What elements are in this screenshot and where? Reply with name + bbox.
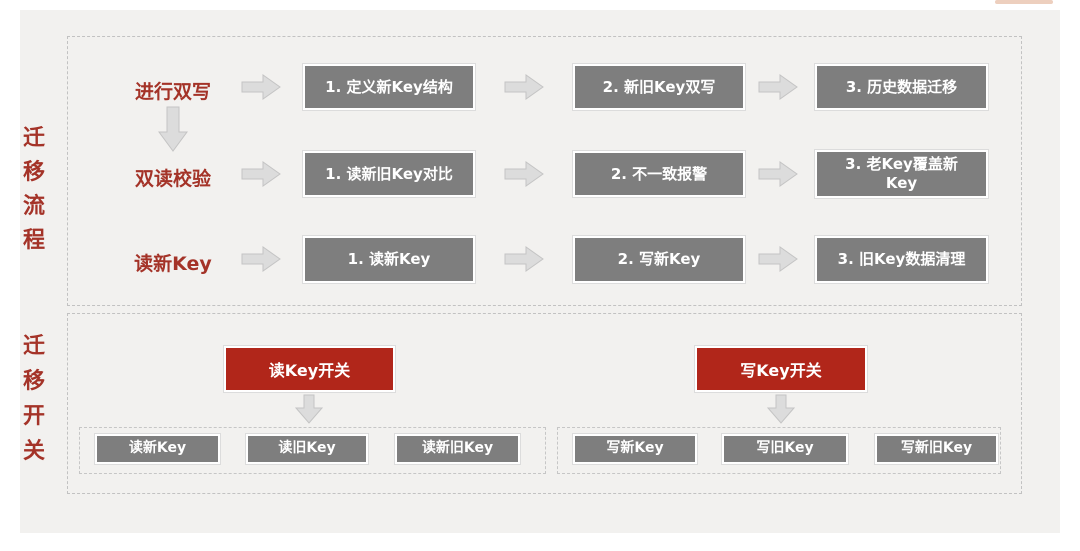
arrow-right-icon	[241, 74, 281, 100]
write-option-box: 写新旧Key	[875, 434, 998, 464]
read-option-box: 读新旧Key	[395, 434, 520, 464]
flow-step-box: 3. 老Key覆盖新Key	[815, 150, 988, 198]
arrow-right-icon	[504, 74, 544, 100]
flow-step-box: 3. 旧Key数据清理	[815, 236, 988, 283]
read-option-box: 读旧Key	[246, 434, 368, 464]
read-options-border	[79, 427, 546, 474]
flow-row1-label: 进行双写	[134, 81, 211, 103]
flow-row3-label: 读新Key	[134, 253, 212, 275]
arrow-right-icon	[758, 246, 798, 272]
flow-step-box: 3. 历史数据迁移	[815, 64, 988, 110]
flow-step-box: 2. 不一致报警	[573, 151, 745, 197]
flow-section-border	[67, 36, 1022, 306]
arrow-right-icon	[504, 161, 544, 187]
arrow-right-icon	[758, 161, 798, 187]
arrow-down-icon	[767, 394, 795, 424]
flow-step-box: 1. 定义新Key结构	[303, 64, 475, 110]
flow-row2-label: 双读校验	[134, 168, 211, 190]
flow-step-box: 1. 读新旧Key对比	[303, 151, 475, 197]
switch-section-border	[67, 313, 1022, 494]
flow-step-box: 2. 写新Key	[573, 236, 745, 283]
write-option-box: 写新Key	[573, 434, 697, 464]
switch-section-title: 迁移开关	[22, 334, 45, 464]
flow-step-box: 2. 新旧Key双写	[573, 64, 745, 110]
write-key-switch-box: 写Key开关	[695, 346, 867, 392]
write-option-box: 写旧Key	[722, 434, 848, 464]
arrow-down-icon	[295, 394, 323, 424]
arrow-right-icon	[241, 246, 281, 272]
arrow-right-icon	[758, 74, 798, 100]
arrow-down-icon	[158, 106, 188, 152]
flow-section-title: 迁移流程	[22, 126, 45, 253]
read-option-box: 读新Key	[95, 434, 220, 464]
flow-step-box: 1. 读新Key	[303, 236, 475, 283]
arrow-right-icon	[504, 246, 544, 272]
read-key-switch-box: 读Key开关	[224, 346, 395, 392]
arrow-right-icon	[241, 161, 281, 187]
watermark-remnant	[995, 0, 1053, 4]
write-options-border	[557, 427, 1001, 474]
